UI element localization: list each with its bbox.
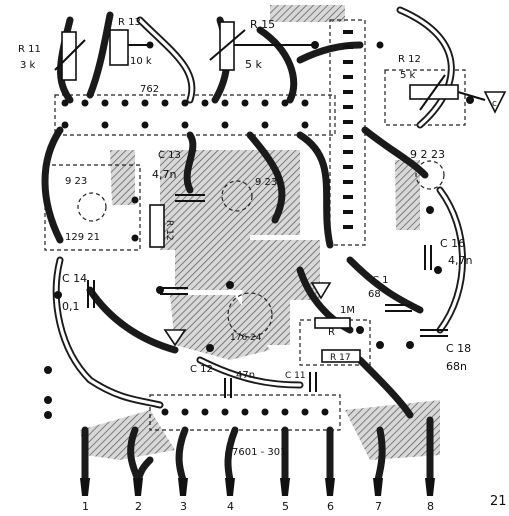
label-c-tag: c <box>492 99 497 109</box>
ic-pads-bottom <box>161 408 329 416</box>
label-c18: C 18 <box>446 342 471 355</box>
label-r12-right: R 12 <box>398 54 421 65</box>
capacitor-c11 <box>309 372 317 392</box>
trimmer-r15 <box>209 21 315 71</box>
label-t3: 9 2 23 <box>410 148 445 161</box>
label-r12-right-value: 5 k <box>400 70 416 81</box>
pin-label: 4 <box>227 500 234 513</box>
label-r8-value: 1M <box>340 305 355 316</box>
pin-label: 3 <box>180 500 187 513</box>
copper-areas <box>80 5 440 460</box>
label-r11-value: 3 k <box>20 60 36 71</box>
diode-symbols <box>163 91 507 347</box>
label-c14: C 14 <box>62 272 87 285</box>
resistor-r12 <box>149 204 165 248</box>
label-c13-value: 4,7n <box>152 168 176 181</box>
label-c12-value: 47n <box>236 370 255 381</box>
pin-label: 6 <box>327 500 334 513</box>
label-r17: R 17 <box>330 353 351 363</box>
label-c16-value: 4,7n <box>448 254 472 267</box>
label-c13: C 13 <box>158 150 181 161</box>
capacitor-c16 <box>424 245 432 270</box>
connector-pads-right <box>343 30 353 229</box>
label-r12-vertical: R 12 <box>164 220 174 241</box>
trimmer-r12-right <box>409 74 486 111</box>
label-c16: C 16 <box>440 237 465 250</box>
label-t4: 9 23 <box>255 177 277 188</box>
label-t5: 176 24 <box>230 333 262 343</box>
label-c17: C 1 <box>372 275 389 286</box>
trimmer-r11 <box>54 31 86 81</box>
capacitor-c12 <box>224 378 232 398</box>
resistor-r8 <box>314 317 351 329</box>
label-r8: R <box>328 327 335 338</box>
edge-connector <box>80 478 435 496</box>
page-number: 21 <box>490 494 507 509</box>
capacitor-mid <box>160 287 188 295</box>
capacitor-c13 <box>175 194 205 202</box>
label-c18-value: 68n <box>446 360 467 373</box>
pin-label: 5 <box>282 500 289 513</box>
capacitor-c14 <box>87 280 95 308</box>
label-c12: C 12 <box>190 364 213 375</box>
resistor-r17 <box>321 349 361 363</box>
component-labels: R 11 3 k R 13 10 k R 15 5 k R 12 5 k c 7… <box>18 17 497 458</box>
pcb-trace-centers <box>54 8 464 407</box>
label-r13-value: 10 k <box>130 56 152 67</box>
label-c11: C 11 <box>285 371 306 381</box>
label-r15: R 15 <box>250 18 275 31</box>
label-c17-value: 68 <box>368 289 381 300</box>
pin-label: 2 <box>135 500 142 513</box>
capacitor-c18 <box>420 329 448 337</box>
label-t1: 9 23 <box>65 176 87 187</box>
label-r15-value: 5 k <box>245 58 262 71</box>
label-ic-bottom: 7601 - 301 <box>232 447 287 458</box>
pin-label: 7 <box>375 500 382 513</box>
pin-labels: 1 2 3 4 5 6 7 8 <box>82 500 434 513</box>
ic-pads-top <box>61 99 309 129</box>
label-t2: 129 21 <box>65 232 100 243</box>
capacitor-c17 <box>385 304 412 312</box>
label-c14-value: 0,1 <box>62 300 80 313</box>
pin-label: 8 <box>427 500 434 513</box>
label-ic-top: 762 <box>140 84 159 95</box>
trimmer-r13 <box>109 29 150 66</box>
misc-pads <box>44 41 474 419</box>
label-r11: R 11 <box>18 44 41 55</box>
pin-label: 1 <box>82 500 89 513</box>
label-r13: R 13 <box>118 17 141 28</box>
